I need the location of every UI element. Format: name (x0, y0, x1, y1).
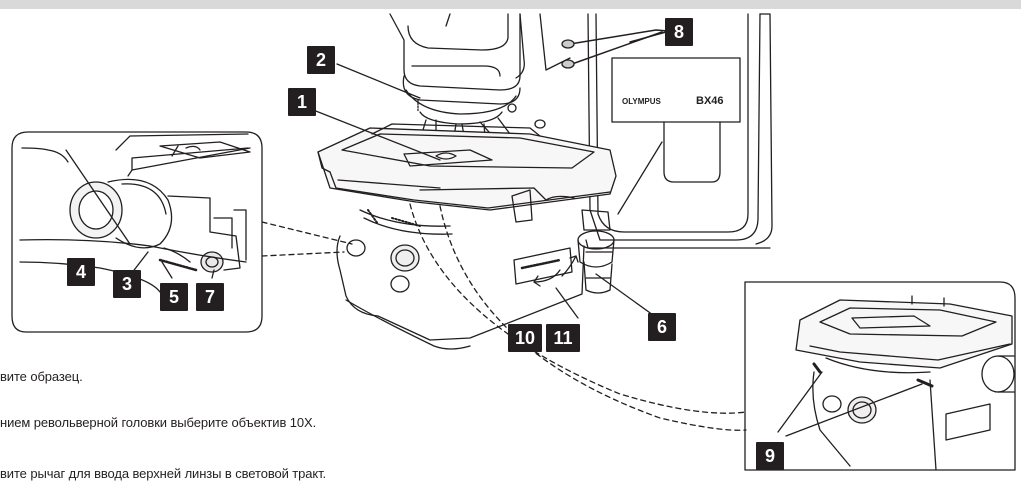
inset-connector-bottom (261, 251, 345, 257)
microscope-arm (587, 13, 761, 241)
instruction-3: вите рычаг для ввода верхней линзы в све… (0, 466, 327, 481)
stage (317, 127, 617, 211)
callout-4: 4 (67, 258, 95, 286)
callout-7: 7 (196, 283, 224, 311)
callout-1: 1 (288, 88, 316, 116)
callout-3: 3 (113, 270, 141, 298)
right-inset-frame (744, 281, 1016, 471)
instruction-2: нием револьверной головки выберите объек… (0, 415, 317, 430)
inset-connector-top (261, 221, 353, 245)
brand-label: OLYMPUS (622, 97, 661, 106)
callout-8: 8 (665, 18, 693, 46)
instruction-1: вите образец. (0, 369, 83, 384)
callout-10: 10 (508, 324, 542, 352)
callout-6: 6 (648, 313, 676, 341)
callout-2: 2 (307, 46, 335, 74)
callout-9: 9 (756, 442, 784, 470)
callout-11: 11 (546, 324, 580, 352)
lightpath-arc-1 (409, 203, 747, 414)
model-label: BX46 (696, 95, 724, 107)
lightpath-arc-2 (439, 205, 747, 431)
stage-knob (581, 209, 611, 231)
left-inset-frame (11, 131, 263, 333)
top-bar (0, 0, 1021, 9)
callout-5: 5 (160, 283, 188, 311)
revolving-nosepiece (402, 75, 521, 105)
microscope-base (336, 235, 585, 341)
